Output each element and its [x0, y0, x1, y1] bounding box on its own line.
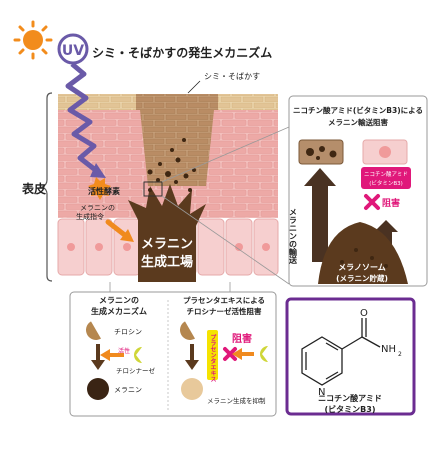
melanosome-granules [340, 248, 388, 268]
zoom-line-top [161, 126, 290, 183]
melanin-command-label-1: メラニンの [80, 204, 115, 212]
niacinamide-badge-line-1: ニコチン酸アミド [364, 170, 408, 178]
atom-oxygen: O [360, 308, 368, 319]
tyrosine-icon [86, 321, 101, 340]
page-title: シミ・そばかすの発生メカニズム [92, 45, 272, 60]
transport-block-x-icon [364, 194, 380, 210]
pigmented-column [140, 110, 214, 186]
placenta-activity-arrow-head [232, 348, 242, 360]
atom-ring-nitrogen: N [318, 387, 325, 398]
melanosome-label-2: (メラニン貯蔵) [336, 273, 388, 283]
melanin-label: メラニン [114, 386, 142, 394]
spot-label: シミ・そばかす [204, 72, 260, 81]
atom-amine-subscript: 2 [398, 351, 402, 358]
uv-ray [65, 62, 100, 174]
activity-label: 活性 [118, 347, 130, 355]
placenta-block-label: 阻害 [232, 332, 252, 345]
structure-panel [285, 297, 416, 416]
command-arrow-head [120, 229, 134, 242]
uv-label: UV [62, 43, 84, 59]
mechanism-panel [69, 291, 277, 417]
transport-block-label: 阻害 [382, 197, 400, 209]
epidermis-label: 表皮 [21, 181, 46, 196]
melanocyte-factory [128, 184, 206, 282]
placenta-badge [207, 330, 218, 380]
tyrosine-label: チロシン [114, 328, 142, 336]
cell-nuclei [67, 243, 270, 251]
transport-label: メラニンの輸送 [288, 208, 298, 265]
niacinamide-badge-line-2: (ビタミンB3) [369, 179, 403, 187]
factory-label-2: 生成工場 [141, 254, 193, 270]
mechanism-title-2: 生成メカニズム [91, 306, 147, 316]
melanin-cell-box [298, 139, 344, 165]
melanosome-mound [318, 222, 408, 284]
mechanism-title-1: メラニンの [99, 296, 139, 305]
command-arrow [105, 219, 129, 239]
niacinamide-badge [361, 167, 411, 189]
tyrosinase-icon [134, 347, 142, 363]
melanin-granules [147, 138, 196, 192]
atom-amine: NH [381, 344, 396, 355]
tyrosinase-label: チロシナーゼ [116, 366, 156, 375]
spot-layer [136, 94, 218, 110]
transport-arrow-left [304, 168, 336, 262]
placenta-tyrosinase-icon [260, 346, 268, 362]
mechanism-arrow-head [91, 360, 105, 370]
placenta-title-2: チロシナーゼ活性阻害 [187, 306, 262, 316]
placenta-tyrosine-icon [180, 321, 195, 340]
active-enzyme-burst [88, 177, 111, 200]
activity-arrow-head [100, 349, 110, 361]
melanin-cell-granules [306, 146, 337, 160]
active-enzyme-label: 活性酵素 [88, 186, 120, 196]
factory-label-1: メラニン [141, 237, 193, 252]
sun-icon [13, 20, 53, 60]
placenta-arrow-head [185, 360, 199, 370]
melanin-command-label-2: 生成指令 [76, 212, 104, 221]
structure-name-1: ニコチン酸アミド [318, 393, 382, 403]
placenta-block-x-icon [223, 347, 237, 361]
placenta-result-label: メラニン生成を抑制 [207, 396, 266, 405]
structure-name-2: (ビタミンB3) [325, 404, 376, 414]
placenta-vertical-label: プラセンタエキス [209, 333, 216, 382]
melanosome-label-1: メラノソーム [338, 263, 386, 272]
transport-panel-title-1: ニコチン酸アミド(ビタミンB3)による [293, 105, 423, 115]
melanin-icon [87, 378, 109, 400]
side-bracket [40, 92, 53, 282]
zoom-line-bottom [161, 195, 290, 285]
uv-ray-head [90, 163, 106, 178]
placenta-title-1: プラセンタエキスによる [183, 295, 265, 305]
spot-pointer [187, 80, 201, 94]
zoom-source-box [143, 181, 163, 197]
transport-panel-title-2: メラニン輸送阻害 [328, 117, 388, 127]
niacinamide-structure [301, 318, 381, 386]
clear-cell-nucleus [379, 146, 391, 158]
suppressed-melanin-icon [181, 378, 203, 400]
